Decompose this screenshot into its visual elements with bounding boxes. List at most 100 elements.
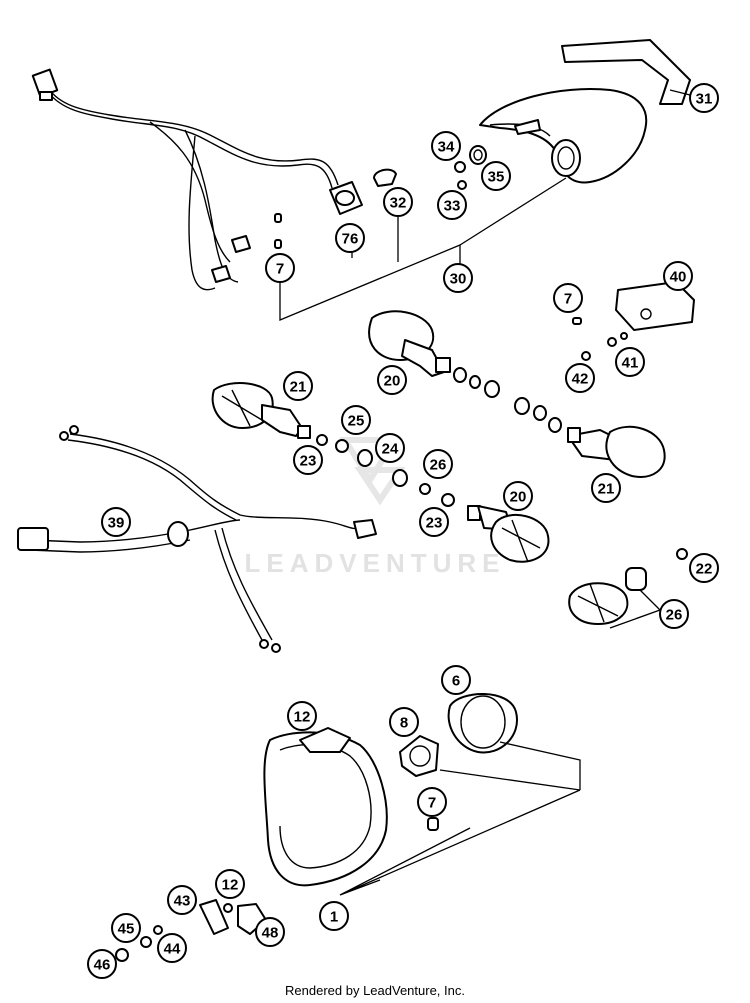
callout-number: 76 — [342, 231, 359, 248]
front-fairing — [479, 88, 648, 184]
callout-circle — [503, 481, 533, 511]
callout-number: 12 — [294, 709, 311, 726]
callout-25: 25 — [341, 405, 371, 435]
callout-circle — [341, 405, 371, 435]
callout-circle — [417, 787, 447, 817]
callout-42: 42 — [565, 363, 595, 393]
callout-44: 44 — [157, 933, 187, 963]
callout-number: 46 — [94, 957, 111, 974]
callout-circle — [111, 913, 141, 943]
callout-21: 21 — [283, 371, 313, 401]
callout-number: 39 — [108, 515, 125, 532]
callout-circle — [423, 449, 453, 479]
headlight-bulb — [399, 735, 439, 777]
callout-circle — [101, 507, 131, 537]
callout-number: 12 — [222, 877, 239, 894]
callout-circle — [441, 665, 471, 695]
callout-20: 20 — [503, 481, 533, 511]
turn-signal-front-left — [368, 310, 451, 377]
side-reflector — [568, 548, 688, 625]
callout-number: 21 — [290, 379, 307, 396]
callout-7: 7 — [417, 787, 447, 817]
callout-number: 30 — [450, 271, 467, 288]
callout-8: 8 — [389, 707, 419, 737]
callout-number: 21 — [598, 481, 615, 498]
callout-31: 31 — [689, 83, 719, 113]
callout-40: 40 — [663, 261, 693, 291]
callout-number: 45 — [118, 921, 135, 938]
watermark: LEADVENTURE — [244, 437, 505, 578]
callout-circle — [157, 933, 187, 963]
callout-number: 34 — [438, 139, 455, 156]
turn-signal-front-right — [467, 505, 550, 563]
callout-76: 76 — [335, 223, 365, 253]
callout-6: 6 — [441, 665, 471, 695]
callout-circle — [375, 433, 405, 463]
callout-33: 33 — [437, 190, 467, 220]
turn-signal-rear-right — [567, 425, 666, 478]
watermark-text: LEADVENTURE — [244, 548, 505, 578]
callout-circle — [377, 365, 407, 395]
callout-circle — [335, 223, 365, 253]
callout-circle — [565, 363, 595, 393]
callout-number: 33 — [444, 198, 461, 215]
callout-number: 20 — [510, 489, 527, 506]
callout-circle — [287, 701, 317, 731]
fastener-set-33-35 — [454, 145, 487, 190]
callout-circle — [437, 190, 467, 220]
callout-circle — [659, 599, 689, 629]
callout-45: 45 — [111, 913, 141, 943]
callout-21: 21 — [591, 473, 621, 503]
callout-number: 44 — [164, 941, 181, 958]
callout-number: 7 — [276, 261, 284, 278]
callout-number: 22 — [696, 561, 713, 578]
callout-number: 23 — [300, 453, 317, 470]
reflector-strip — [561, 39, 691, 105]
callout-number: 25 — [348, 413, 365, 430]
callout-23: 23 — [419, 507, 449, 537]
turn-signal-hardware-row — [453, 367, 562, 433]
callout-12: 12 — [287, 701, 317, 731]
callout-number: 23 — [426, 515, 443, 532]
callout-number: 26 — [430, 457, 447, 474]
callout-circle — [431, 131, 461, 161]
callout-circle — [689, 553, 719, 583]
callout-number: 8 — [400, 715, 408, 732]
callout-number: 32 — [390, 195, 407, 212]
callout-32: 32 — [383, 187, 413, 217]
callout-26: 26 — [659, 599, 689, 629]
callout-number: 41 — [622, 355, 639, 372]
headlight-adjuster — [115, 899, 267, 962]
callout-22: 22 — [689, 553, 719, 583]
callout-30: 30 — [443, 263, 473, 293]
callout-43: 43 — [167, 885, 197, 915]
callout-circle — [663, 261, 693, 291]
callout-number: 31 — [696, 91, 713, 108]
callout-26: 26 — [423, 449, 453, 479]
callout-41: 41 — [615, 347, 645, 377]
callout-24: 24 — [375, 433, 405, 463]
callout-number: 43 — [174, 893, 191, 910]
callout-35: 35 — [481, 161, 511, 191]
callout-number: 40 — [670, 269, 687, 286]
callout-39: 39 — [101, 507, 131, 537]
callout-number: 1 — [330, 909, 338, 926]
headlight-ring — [447, 693, 518, 754]
callout-circle — [553, 283, 583, 313]
callout-number: 48 — [262, 925, 279, 942]
callout-circle — [481, 161, 511, 191]
headlight-wiring-harness — [31, 68, 397, 291]
callout-46: 46 — [87, 949, 117, 979]
callout-circle — [689, 83, 719, 113]
callout-number: 7 — [564, 291, 572, 308]
callout-circle — [591, 473, 621, 503]
turn-signal-wiring-harness — [17, 425, 377, 653]
callout-circle — [615, 347, 645, 377]
callout-number: 7 — [428, 795, 436, 812]
callout-number: 35 — [488, 169, 505, 186]
footer-credit: Rendered by LeadVenture, Inc. — [285, 983, 465, 998]
callout-number: 20 — [384, 373, 401, 390]
callout-circle — [265, 253, 295, 283]
callout-circle — [389, 707, 419, 737]
